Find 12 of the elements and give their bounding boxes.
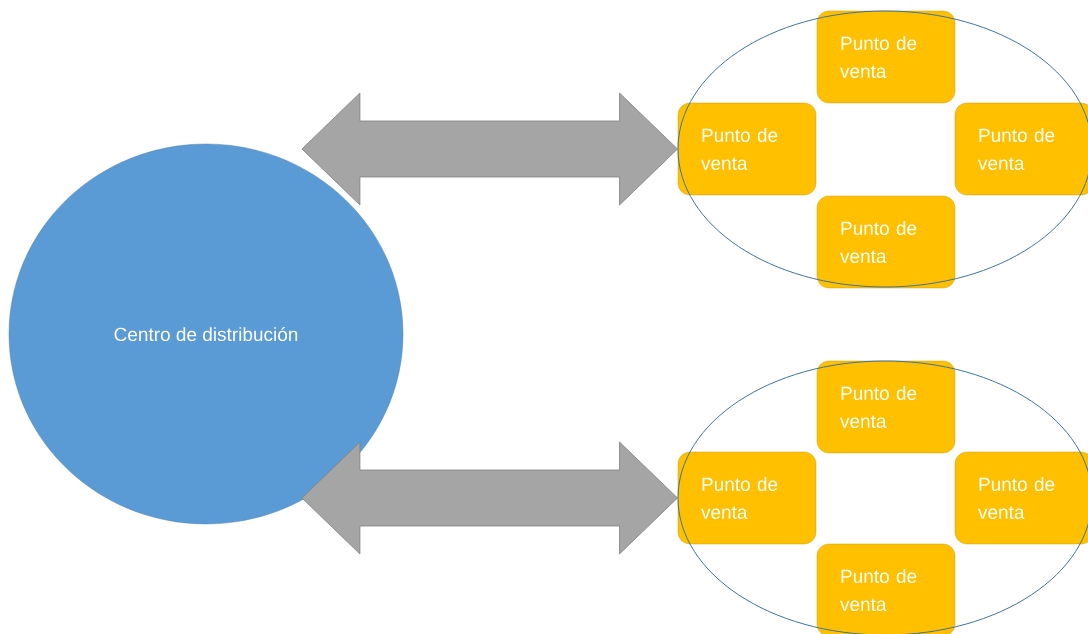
point-of-sale-box: Punto de venta — [677, 451, 817, 545]
ellipse-outline — [677, 10, 1088, 288]
ellipse-outline — [677, 360, 1088, 634]
point-of-sale-box: Punto de venta — [816, 360, 956, 454]
point-of-sale-box: Punto de venta — [677, 102, 817, 196]
point-of-sale-box: Punto de venta — [816, 10, 956, 104]
double-arrow — [301, 92, 678, 206]
point-of-sale-box: Punto de venta — [816, 195, 956, 289]
point-of-sale-box: Punto de venta — [954, 102, 1088, 196]
double-arrow — [301, 441, 678, 555]
point-of-sale-box: Punto de venta — [816, 543, 956, 634]
point-of-sale-box: Punto de venta — [954, 451, 1088, 545]
